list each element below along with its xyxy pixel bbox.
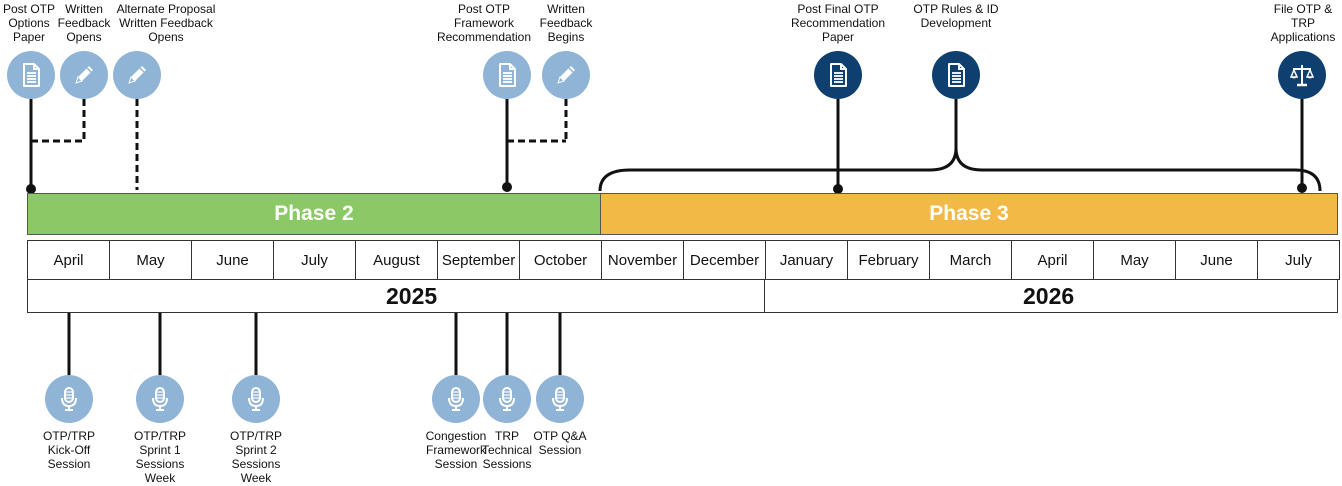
microphone-icon bbox=[152, 387, 168, 411]
top-event-document-icon bbox=[932, 51, 980, 99]
microphone-icon bbox=[552, 387, 568, 411]
year-label: 2026 bbox=[1023, 282, 1075, 309]
year-label: 2025 bbox=[386, 282, 438, 309]
document-icon bbox=[948, 63, 965, 87]
month-cell: April bbox=[1011, 240, 1094, 280]
microphone-icon bbox=[61, 387, 77, 411]
bottom-event-label: Congestion Framework Session bbox=[425, 429, 487, 471]
bottom-event-label: OTP/TRP Sprint 2 Sessions Week bbox=[229, 429, 283, 485]
phase-3-brace bbox=[598, 147, 1322, 192]
month-cell: March bbox=[929, 240, 1012, 280]
phase-3-bar: Phase 3 bbox=[600, 193, 1338, 235]
anchor-dot bbox=[26, 184, 36, 194]
month-cell: August bbox=[355, 240, 438, 280]
bottom-event-microphone-icon bbox=[232, 375, 280, 423]
month-cell: July bbox=[1257, 240, 1340, 280]
year-cell: 2026 bbox=[764, 279, 1338, 313]
month-cell: December bbox=[683, 240, 766, 280]
microphone-icon bbox=[448, 387, 464, 411]
document-icon bbox=[23, 63, 40, 87]
bottom-event-label: OTP/TRP Sprint 1 Sessions Week bbox=[133, 429, 187, 485]
bottom-event-label: TRP Technical Sessions bbox=[481, 429, 533, 471]
month-cell: February bbox=[847, 240, 930, 280]
pencil-icon bbox=[75, 66, 93, 84]
month-cell: November bbox=[601, 240, 684, 280]
top-event-document-icon bbox=[483, 51, 531, 99]
top-event-label: Post OTP Options Paper bbox=[2, 2, 56, 44]
top-event-pencil-icon bbox=[60, 51, 108, 99]
bottom-event-microphone-icon bbox=[45, 375, 93, 423]
microphone-icon bbox=[499, 387, 515, 411]
scales-icon bbox=[1289, 65, 1315, 87]
top-event-label: Post Final OTP Recommendation Paper bbox=[790, 2, 886, 44]
anchor-dot bbox=[833, 184, 843, 194]
anchor-dot bbox=[502, 182, 512, 192]
pencil-icon bbox=[557, 66, 575, 84]
top-event-pencil-icon bbox=[113, 51, 161, 99]
document-icon bbox=[830, 63, 847, 87]
bottom-event-microphone-icon bbox=[536, 375, 584, 423]
top-event-document-icon bbox=[7, 51, 55, 99]
month-cell: October bbox=[519, 240, 602, 280]
month-cell: September bbox=[437, 240, 520, 280]
phase-2-bar: Phase 2 bbox=[27, 193, 601, 235]
top-event-label: OTP Rules & ID Development bbox=[913, 2, 999, 30]
bottom-event-label: OTP/TRP Kick-Off Session bbox=[42, 429, 96, 471]
bottom-event-microphone-icon bbox=[136, 375, 184, 423]
top-event-label: Post OTP Framework Recommendation bbox=[436, 2, 532, 44]
top-event-label: Written Feedback Opens bbox=[57, 2, 111, 44]
microphone-icon bbox=[248, 387, 264, 411]
top-event-label: Written Feedback Begins bbox=[539, 2, 593, 44]
top-event-document-icon bbox=[814, 51, 862, 99]
month-cell: April bbox=[27, 240, 110, 280]
top-event-label: Alternate Proposal Written Feedback Open… bbox=[116, 2, 216, 44]
bottom-event-label: OTP Q&A Session bbox=[533, 429, 587, 457]
month-cell: May bbox=[1093, 240, 1176, 280]
pencil-icon bbox=[128, 66, 146, 84]
month-cell: June bbox=[191, 240, 274, 280]
month-cell: June bbox=[1175, 240, 1258, 280]
document-icon bbox=[499, 63, 516, 87]
anchor-dot bbox=[1297, 183, 1307, 193]
bottom-event-microphone-icon bbox=[432, 375, 480, 423]
top-event-pencil-icon bbox=[542, 51, 590, 99]
bottom-event-microphone-icon bbox=[483, 375, 531, 423]
year-cell: 2025 bbox=[27, 279, 765, 313]
top-event-scales-icon bbox=[1278, 51, 1326, 99]
top-event-label: File OTP & TRP Applications bbox=[1270, 2, 1336, 44]
month-cell: January bbox=[765, 240, 848, 280]
month-cell: July bbox=[273, 240, 356, 280]
month-cell: May bbox=[109, 240, 192, 280]
